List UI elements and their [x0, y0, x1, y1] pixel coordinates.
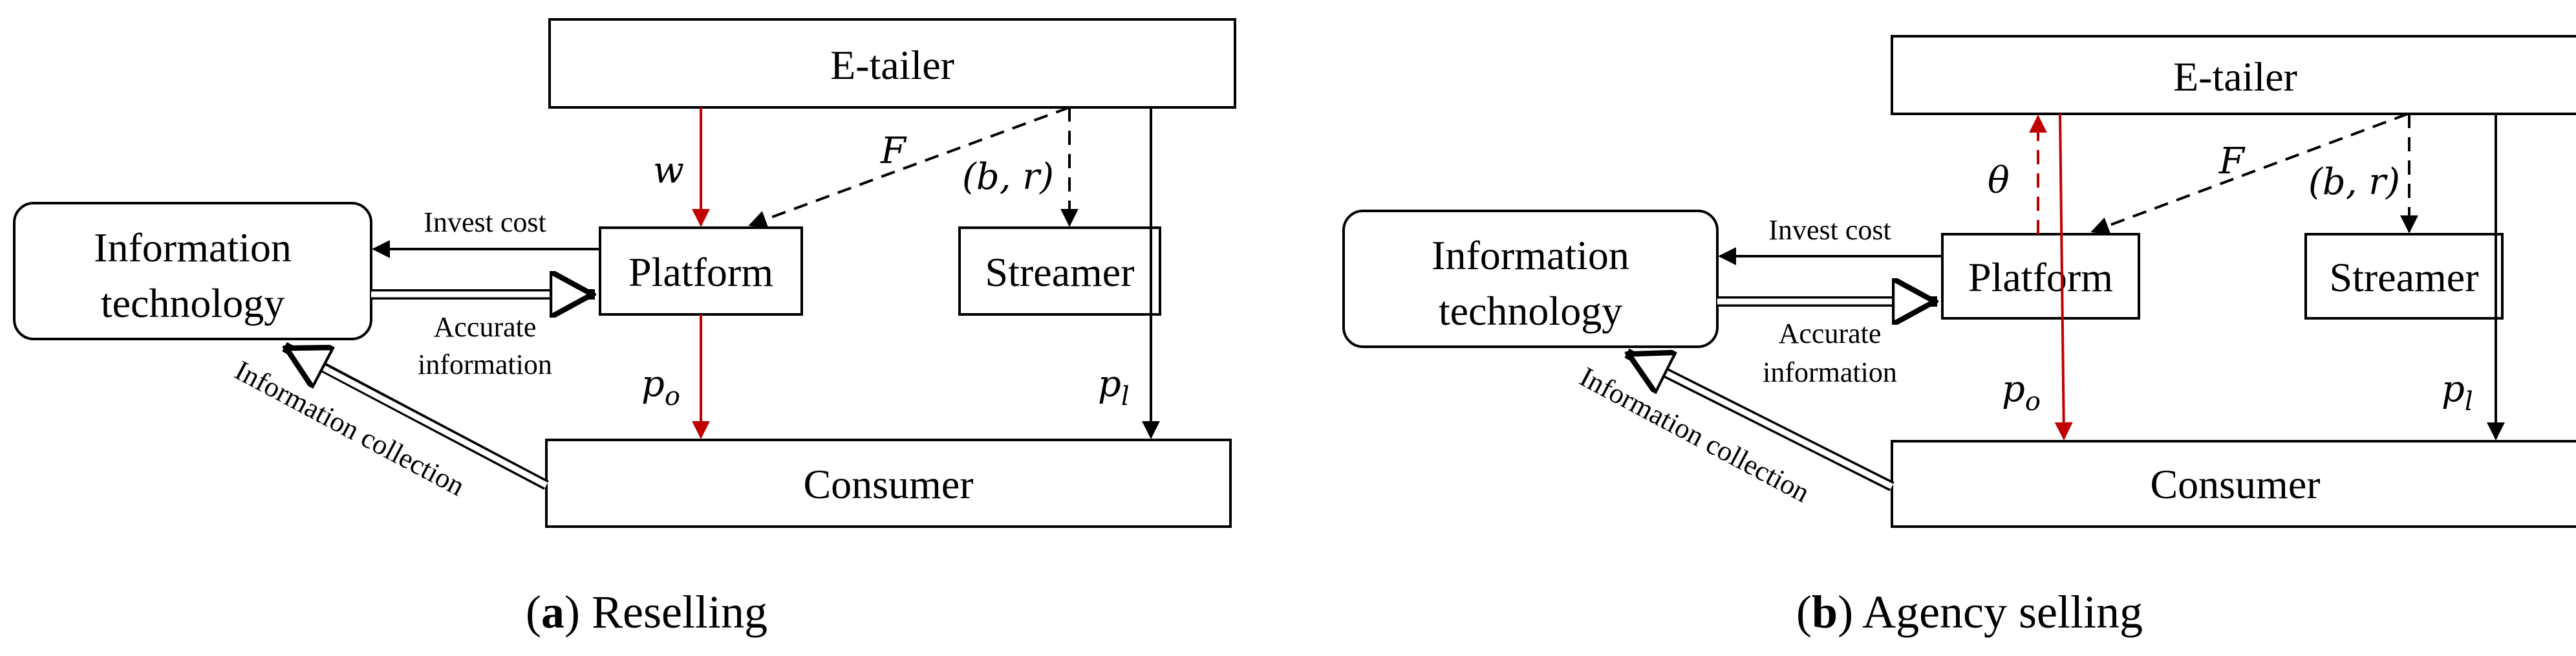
var-F: F	[880, 130, 907, 172]
var-po: po	[641, 363, 680, 411]
var-br: (b, r)	[962, 156, 1054, 198]
info-tech-line1: Information	[94, 224, 292, 270]
streamer-box	[958, 226, 1161, 316]
invest-cost-label: Invest cost	[424, 206, 546, 238]
var-br: (b, r)	[2308, 161, 2400, 203]
consumer-box	[545, 439, 1232, 528]
etailer-box	[1891, 35, 2576, 115]
var-w: w	[653, 149, 684, 191]
var-pl: pl	[1098, 363, 1130, 411]
invest-cost-label: Invest cost	[1768, 214, 1891, 246]
accurate-info-line1: Accurate	[1779, 318, 1882, 349]
info-tech-box	[13, 202, 372, 340]
info-tech-line2: technology	[1439, 288, 1622, 334]
info-tech-line1: Information	[1432, 232, 1629, 278]
var-po: po	[2002, 368, 2041, 417]
caption-agency: (b) Agency selling	[1796, 586, 2143, 638]
fee-dashed-arrow	[748, 106, 1070, 228]
accurate-info-line2: information	[1763, 356, 1897, 388]
platform-label: Platform	[628, 249, 773, 295]
panel-reselling: E-tailer Platform Streamer Consumer Info…	[13, 18, 1236, 638]
fee-dashed-arrow	[2090, 113, 2409, 235]
var-pl: pl	[2442, 368, 2473, 417]
panel-agency: E-tailer Platform Streamer Consumer Info…	[1342, 35, 2576, 638]
var-F: F	[2218, 140, 2246, 182]
info-tech-box	[1342, 210, 1719, 348]
accurate-info-line1: Accurate	[434, 311, 537, 343]
consumer-label: Consumer	[803, 461, 973, 507]
platform-box	[1941, 233, 2140, 320]
platform-label: Platform	[1968, 254, 2113, 300]
caption-reselling: (a) Reselling	[526, 586, 767, 638]
var-theta: θ	[1988, 160, 2010, 202]
accurate-info-line2: information	[418, 349, 552, 380]
etailer-label: E-tailer	[830, 42, 954, 88]
platform-box	[599, 226, 803, 316]
streamer-label: Streamer	[2330, 254, 2479, 300]
info-tech-line2: technology	[101, 280, 284, 326]
platform-price-arrow	[2054, 113, 2073, 441]
etailer-label: E-tailer	[2173, 54, 2297, 100]
etailer-box	[548, 18, 1236, 109]
streamer-box	[2304, 233, 2504, 320]
consumer-label: Consumer	[2150, 461, 2320, 507]
streamer-label: Streamer	[985, 249, 1135, 295]
consumer-box	[1891, 440, 2576, 528]
